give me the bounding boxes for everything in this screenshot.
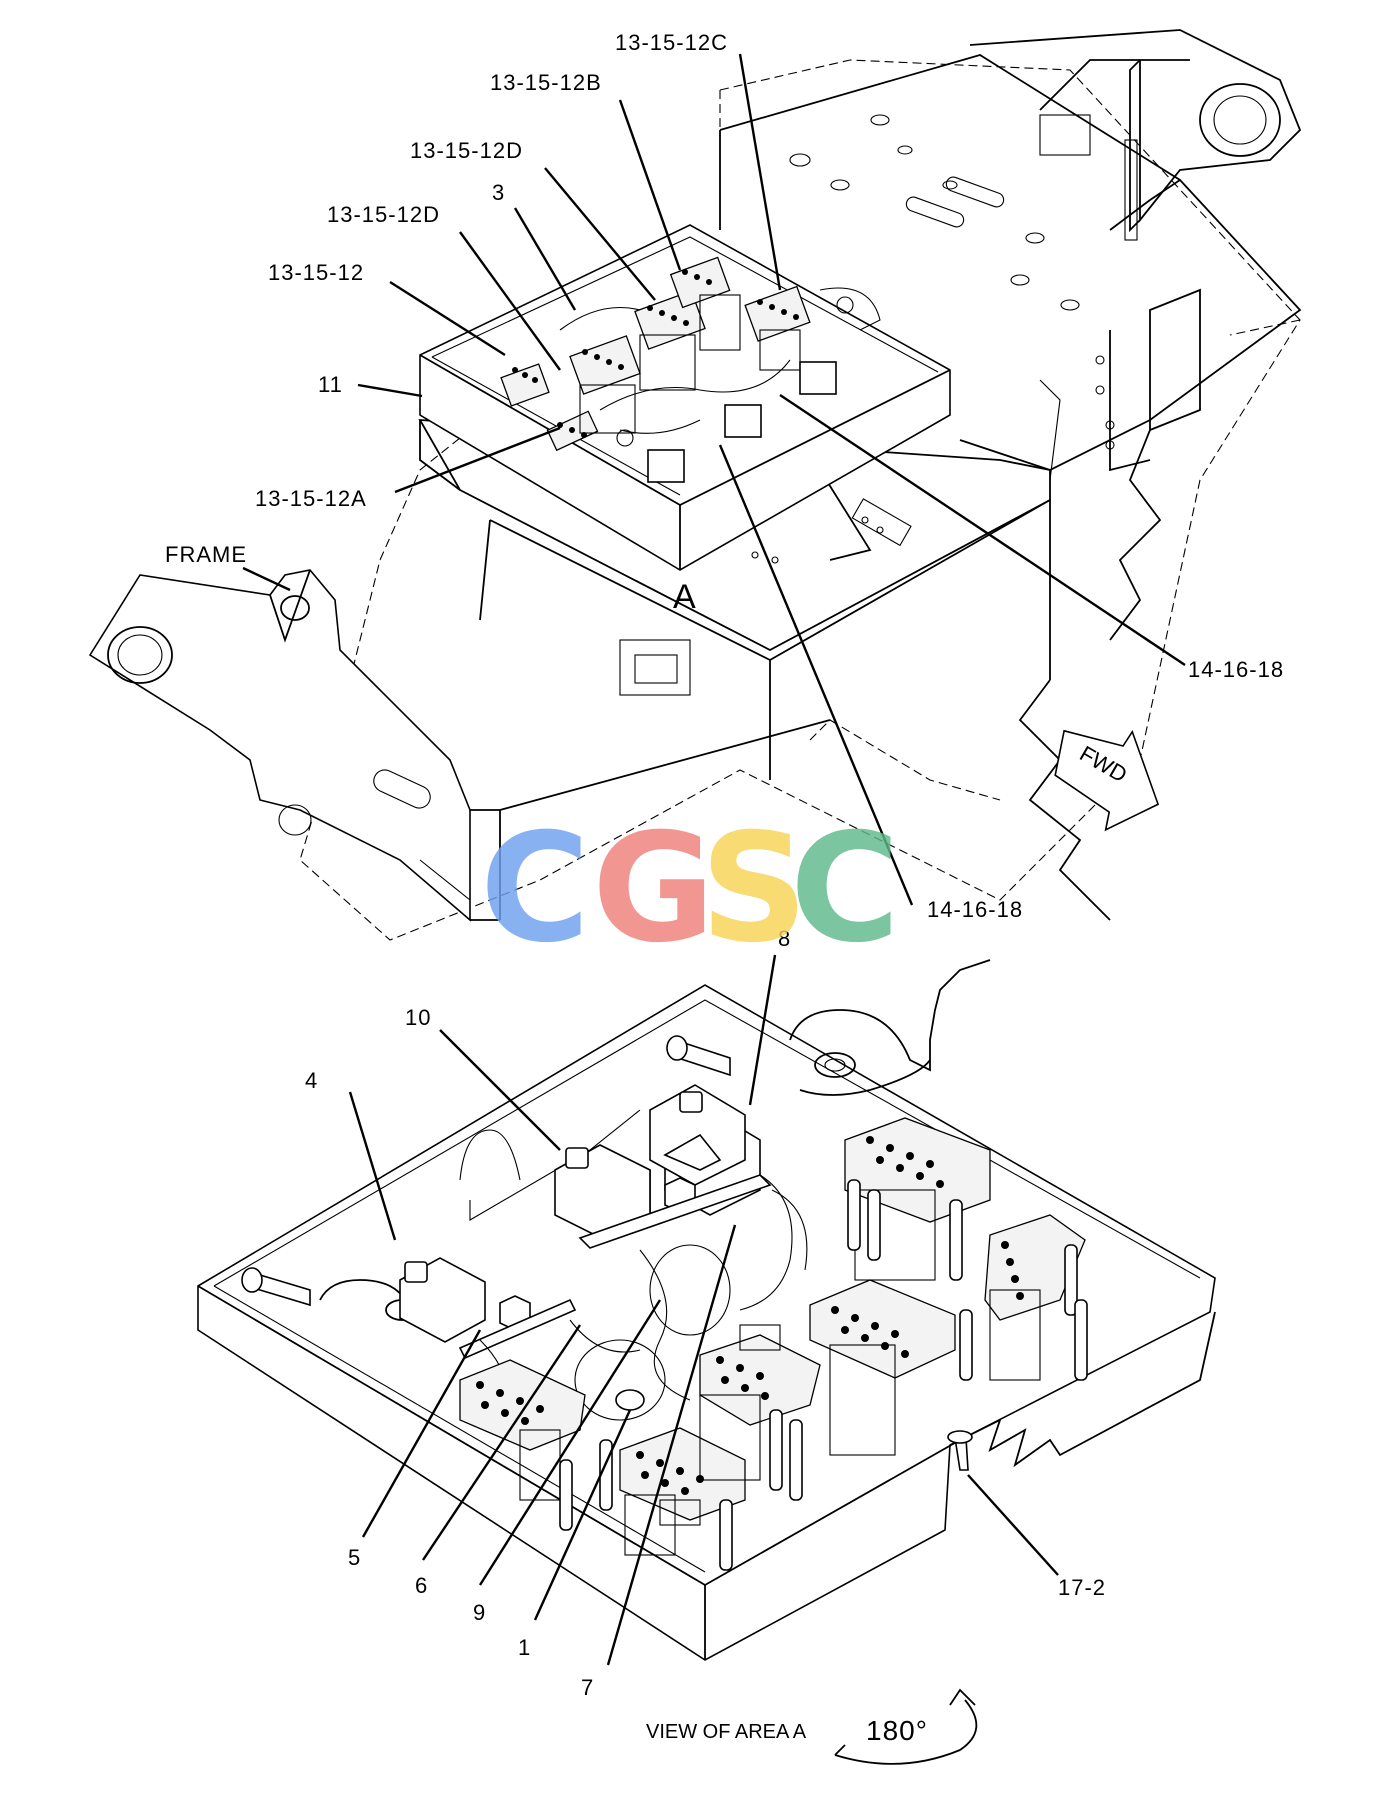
- callout-item-1: 1: [518, 1635, 531, 1660]
- callout-17-2: 17-2: [1058, 1575, 1106, 1600]
- callout-13-15-12b: 13-15-12B: [490, 70, 602, 95]
- callout-labels: 13-15-12C 13-15-12B 13-15-12D 3 13-15-12…: [165, 30, 1284, 1700]
- callout-13-15-12a: 13-15-12A: [255, 486, 367, 511]
- callout-item-10: 10: [405, 1005, 431, 1030]
- rotation-arrow-icon: [834, 1699, 978, 1765]
- callout-item-8: 8: [778, 926, 791, 951]
- callout-13-15-12d: 13-15-12D: [327, 202, 440, 227]
- fwd-direction-arrow: FWD: [1054, 729, 1160, 832]
- frame-label: FRAME: [165, 542, 247, 567]
- view-caption: VIEW OF AREA A 180°: [646, 1688, 978, 1765]
- callout-13-15-12d-top: 13-15-12D: [410, 138, 523, 163]
- rotation-label: 180°: [866, 1715, 928, 1746]
- machine-frame: [88, 29, 1302, 941]
- callout-14-16-18-right: 14-16-18: [1188, 657, 1284, 682]
- callout-item-5: 5: [348, 1545, 361, 1570]
- control-box-upper: [419, 224, 951, 571]
- callout-item-3: 3: [492, 180, 505, 205]
- watermark-letter-c1: C: [480, 802, 590, 976]
- callout-item-11: 11: [318, 372, 343, 397]
- area-a-label: A: [673, 578, 696, 616]
- callout-item-4: 4: [305, 1068, 318, 1093]
- callout-14-16-18: 14-16-18: [927, 897, 1023, 922]
- watermark-letter-g: G: [592, 802, 715, 976]
- callout-item-6: 6: [415, 1573, 428, 1598]
- view-of-area-a-label: VIEW OF AREA A: [646, 1721, 807, 1743]
- callout-13-15-12c: 13-15-12C: [615, 30, 728, 55]
- watermark-letter-s: S: [700, 802, 808, 976]
- watermark-letter-c2: C: [790, 802, 900, 976]
- callout-13-15-12: 13-15-12: [268, 260, 364, 285]
- callout-item-9: 9: [473, 1600, 486, 1625]
- callout-item-7: 7: [581, 1675, 594, 1700]
- leader-lines: [242, 53, 1186, 1666]
- cgsc-watermark: C G S C: [480, 802, 900, 976]
